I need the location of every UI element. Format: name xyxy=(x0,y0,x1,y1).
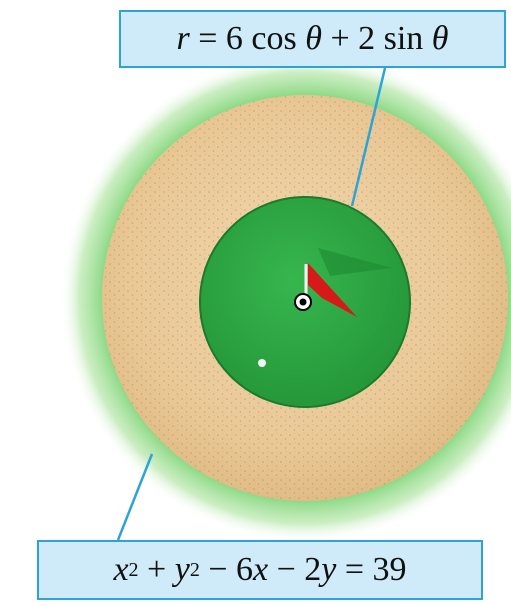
flag-red-pennant xyxy=(308,263,357,317)
cart-minus-2: − 2 xyxy=(268,551,322,588)
cart-y: y xyxy=(174,551,190,588)
polar-theta-2: θ xyxy=(431,20,449,57)
cartesian-leader-line xyxy=(116,453,154,541)
flag-icon xyxy=(304,263,357,317)
cart-x: x xyxy=(113,551,129,588)
polar-equation-label: r = 6 cos θ + 2 sin θ xyxy=(119,10,506,68)
cart-x-2: x xyxy=(253,551,269,588)
polar-r: r xyxy=(176,20,190,57)
cart-minus-6: − 6 xyxy=(199,551,253,588)
cart-plus: + xyxy=(138,551,175,588)
golf-ball-icon xyxy=(258,359,266,367)
cart-y-2: y xyxy=(321,551,337,588)
green-shadow xyxy=(318,248,392,276)
golf-hole-icon xyxy=(294,293,312,311)
polar-plus-sin: + 2 sin xyxy=(321,20,432,57)
cart-eq-39: = 39 xyxy=(336,551,407,588)
polar-theta-1: θ xyxy=(305,20,322,57)
polar-eq-cos: = 6 cos xyxy=(189,20,306,57)
polar-leader-line xyxy=(350,67,387,207)
